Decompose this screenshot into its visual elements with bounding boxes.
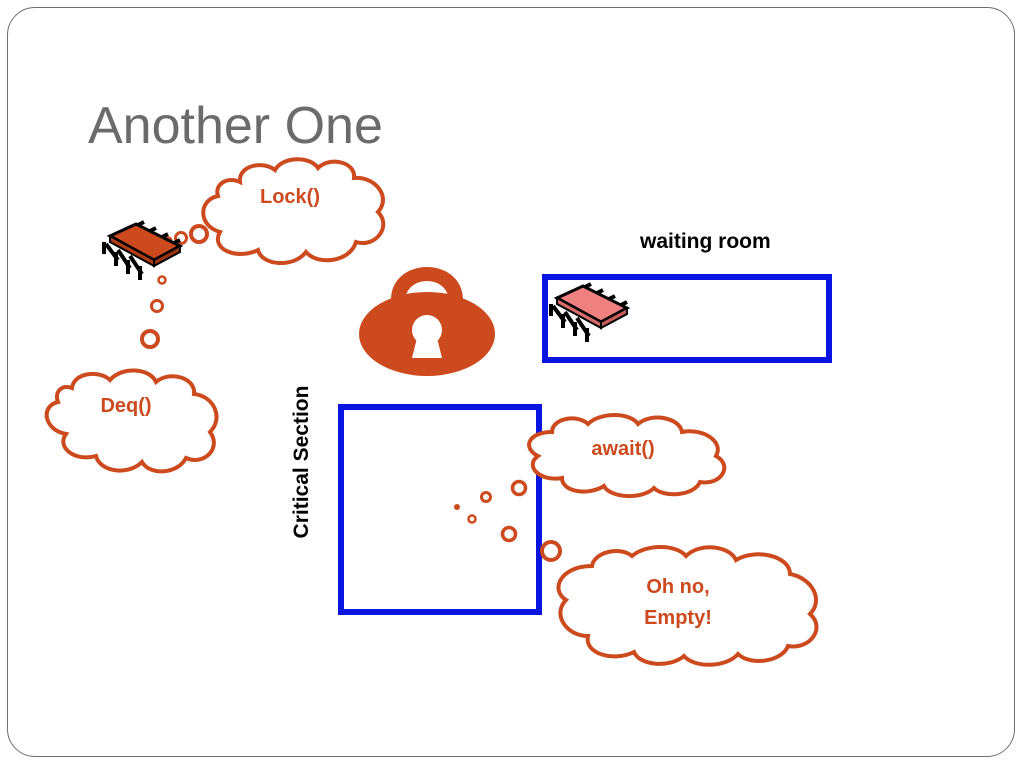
deq-thought-cloud: Deq(): [44, 368, 219, 474]
thought-dot: [540, 540, 562, 562]
lock-call-label: Lock(): [260, 186, 320, 208]
thought-dot: [467, 514, 477, 524]
await-call-label: await(): [591, 438, 654, 460]
waiting-room-label: waiting room: [639, 230, 771, 253]
critical-section-label: Critical Section: [290, 386, 313, 539]
await-thought-cloud: await(): [527, 413, 727, 498]
thought-dot: [157, 275, 167, 285]
thought-dot: [189, 224, 209, 244]
lock-thought-cloud: Lock(): [201, 157, 386, 266]
thought-dot: [150, 299, 164, 313]
thought-dot: [174, 231, 188, 245]
slide-title: Another One: [88, 97, 383, 155]
deq-call-label: Deq(): [100, 395, 151, 417]
thought-dot: [140, 329, 160, 349]
thought-dot: [454, 504, 460, 510]
critical-section-box: [338, 404, 542, 615]
waiting-room-box: [542, 274, 832, 363]
thought-dot: [500, 525, 518, 543]
empty-line-1: Oh no,: [646, 576, 709, 598]
padlock-icon: [359, 267, 495, 376]
waiting-thread-bug-icon: [549, 282, 631, 342]
thought-dot: [480, 491, 492, 503]
thought-dot: [510, 479, 528, 497]
empty-line-2: Empty!: [644, 607, 712, 629]
active-thread-bug-icon: [102, 220, 184, 280]
empty-thought-cloud: Oh no, Empty!: [556, 545, 819, 667]
